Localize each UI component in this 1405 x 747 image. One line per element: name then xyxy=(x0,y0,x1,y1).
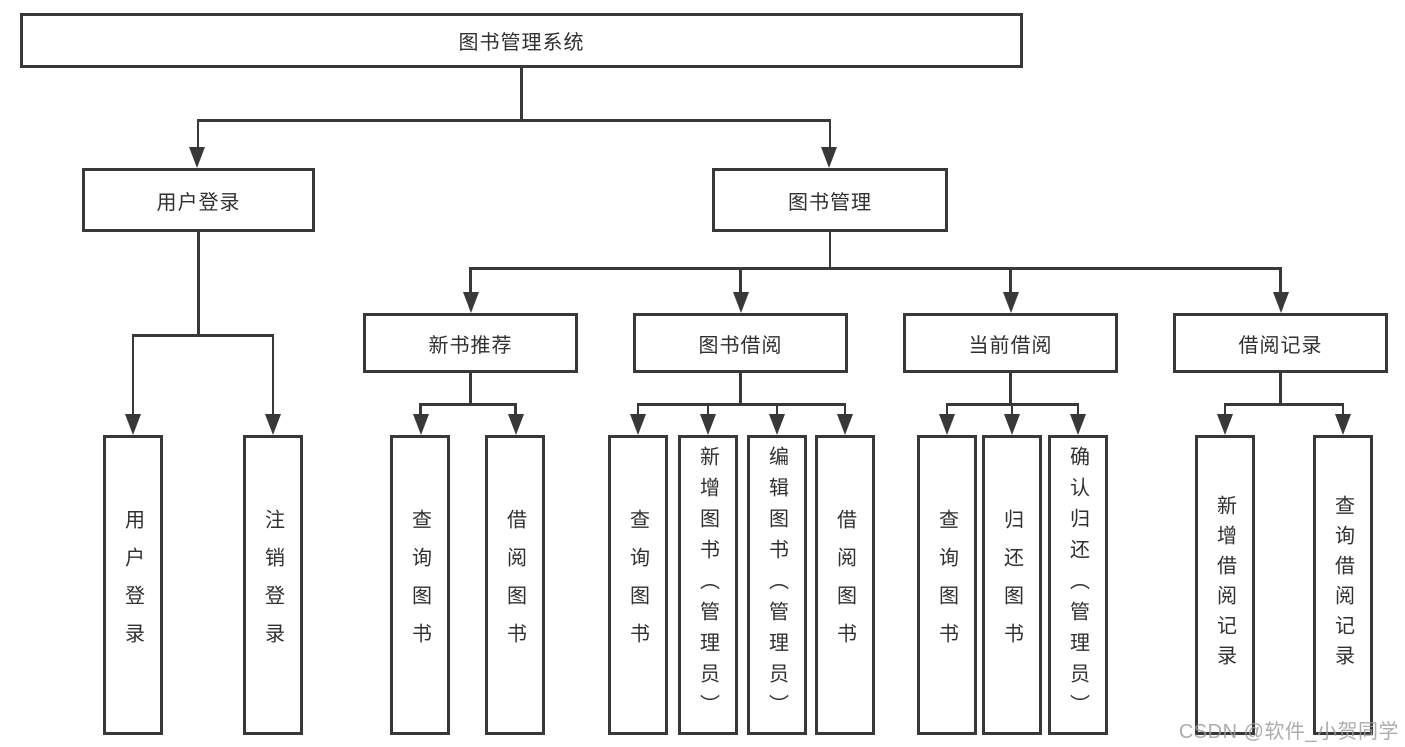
connector-drop-new-book-recommend xyxy=(469,267,472,293)
node-new-book-recommend-label: 新书推荐 xyxy=(428,334,513,357)
connector-drop-leaf xyxy=(636,403,640,415)
arrowhead-down-icon xyxy=(265,414,281,435)
connector-current-borrowing-stub xyxy=(1009,372,1012,405)
connector-borrowing-records-stub xyxy=(1279,372,1282,405)
leaf-borrowing-borrow-books-label: 借阅图书 xyxy=(833,509,856,661)
arrowhead-down-icon xyxy=(700,414,716,435)
node-user-login: 用户登录 xyxy=(82,168,315,232)
node-book-borrowing-label: 图书借阅 xyxy=(698,334,783,357)
arrowhead-down-icon xyxy=(1002,292,1019,313)
connector-new-book-recommend-rail xyxy=(419,403,517,406)
arrowhead-down-icon xyxy=(462,292,479,313)
leaf-query-borrow-record: 查询借阅记录 xyxy=(1313,435,1373,735)
node-user-login-label: 用户登录 xyxy=(156,191,241,214)
leaf-current-query-books-label: 查询图书 xyxy=(935,509,958,661)
connector-drop-leaf xyxy=(419,403,422,415)
node-borrowing-records: 借阅记录 xyxy=(1173,313,1388,373)
leaf-logout-label: 注销登录 xyxy=(261,509,284,661)
connector-drop-leaf-logout xyxy=(271,334,275,415)
leaf-borrowing-borrow-books: 借阅图书 xyxy=(815,435,875,735)
connector-drop-user-login xyxy=(196,119,199,150)
connector-new-book-recommend-stub xyxy=(469,372,472,405)
arrowhead-down-icon xyxy=(1070,414,1086,435)
connector-borrowing-records-rail xyxy=(1223,403,1345,406)
connector-drop-current-borrowing xyxy=(1009,267,1012,293)
leaf-confirm-return-admin-label: 确认归还（管理员） xyxy=(1066,445,1089,725)
arrowhead-down-icon xyxy=(732,292,749,313)
leaf-return-books-label: 归还图书 xyxy=(1000,509,1023,661)
arrowhead-down-icon xyxy=(1004,414,1020,435)
arrowhead-down-icon xyxy=(189,147,205,168)
leaf-edit-book-admin: 编辑图书（管理员） xyxy=(747,435,807,735)
connector-drop-book-management xyxy=(828,119,831,150)
leaf-recommend-borrow-books-label: 借阅图书 xyxy=(503,509,526,661)
connector-book-borrowing-rail xyxy=(636,403,847,406)
connector-root-stub xyxy=(520,67,523,120)
arrowhead-down-icon xyxy=(412,414,429,435)
leaf-recommend-borrow-books: 借阅图书 xyxy=(485,435,545,735)
node-current-borrowing-label: 当前借阅 xyxy=(968,334,1053,357)
leaf-recommend-query-books-label: 查询图书 xyxy=(408,509,431,661)
node-borrowing-records-label: 借阅记录 xyxy=(1238,334,1323,357)
leaf-add-book-admin: 新增图书（管理员） xyxy=(678,435,738,735)
connector-drop-leaf xyxy=(1076,403,1080,415)
arrowhead-down-icon xyxy=(939,414,955,435)
arrowhead-down-icon xyxy=(507,414,524,435)
connector-drop-leaf xyxy=(945,403,949,415)
leaf-current-query-books: 查询图书 xyxy=(917,435,977,735)
connector-drop-leaf xyxy=(775,403,779,415)
leaf-logout: 注销登录 xyxy=(243,435,303,735)
connector-book-management-rail xyxy=(469,267,1282,270)
leaf-return-books: 归还图书 xyxy=(982,435,1042,735)
arrowhead-down-icon xyxy=(1335,414,1351,435)
leaf-borrowing-query-books-label: 查询图书 xyxy=(626,509,649,661)
connector-book-management-stub xyxy=(828,232,832,269)
node-book-management: 图书管理 xyxy=(712,168,948,232)
node-book-borrowing: 图书借阅 xyxy=(633,313,848,373)
leaf-add-borrow-record-label: 新增借阅记录 xyxy=(1213,495,1236,675)
leaf-edit-book-admin-label: 编辑图书（管理员） xyxy=(765,445,788,725)
node-new-book-recommend: 新书推荐 xyxy=(363,313,578,373)
connector-drop-leaf xyxy=(514,403,517,415)
leaf-user-login: 用户登录 xyxy=(103,435,163,735)
arrowhead-down-icon xyxy=(837,414,853,435)
connector-drop-leaf xyxy=(1341,403,1345,415)
leaf-borrowing-query-books: 查询图书 xyxy=(608,435,668,735)
connector-book-borrowing-stub xyxy=(739,372,742,405)
leaf-confirm-return-admin: 确认归还（管理员） xyxy=(1048,435,1108,735)
connector-drop-leaf-user-login xyxy=(131,334,135,415)
connector-drop-leaf xyxy=(706,403,710,415)
arrowhead-down-icon xyxy=(630,414,646,435)
node-book-management-label: 图书管理 xyxy=(788,191,872,214)
connector-drop-book-borrowing xyxy=(739,267,742,293)
leaf-add-book-admin-label: 新增图书（管理员） xyxy=(696,445,719,725)
connector-drop-leaf xyxy=(843,403,847,415)
csdn-watermark: CSDN @软件_小贺同学 xyxy=(1178,721,1399,743)
node-current-borrowing: 当前借阅 xyxy=(903,313,1118,373)
leaf-user-login-label: 用户登录 xyxy=(121,509,144,661)
connector-root-rail xyxy=(196,119,831,122)
leaf-add-borrow-record: 新增借阅记录 xyxy=(1195,435,1255,735)
connector-user-login-rail xyxy=(131,334,274,337)
arrowhead-down-icon xyxy=(125,414,141,435)
arrowhead-down-icon xyxy=(1272,292,1289,313)
arrowhead-down-icon xyxy=(821,147,837,168)
node-root-label: 图书管理系统 xyxy=(458,32,585,54)
connector-user-login-stub xyxy=(197,232,200,336)
leaf-query-borrow-record-label: 查询借阅记录 xyxy=(1331,495,1354,675)
connector-drop-borrowing-records xyxy=(1279,267,1282,293)
leaf-recommend-query-books: 查询图书 xyxy=(390,435,450,735)
node-root: 图书管理系统 xyxy=(20,13,1023,68)
arrowhead-down-icon xyxy=(1217,414,1233,435)
connector-drop-leaf xyxy=(1223,403,1227,415)
connector-drop-leaf xyxy=(1010,403,1014,415)
arrowhead-down-icon xyxy=(769,414,785,435)
